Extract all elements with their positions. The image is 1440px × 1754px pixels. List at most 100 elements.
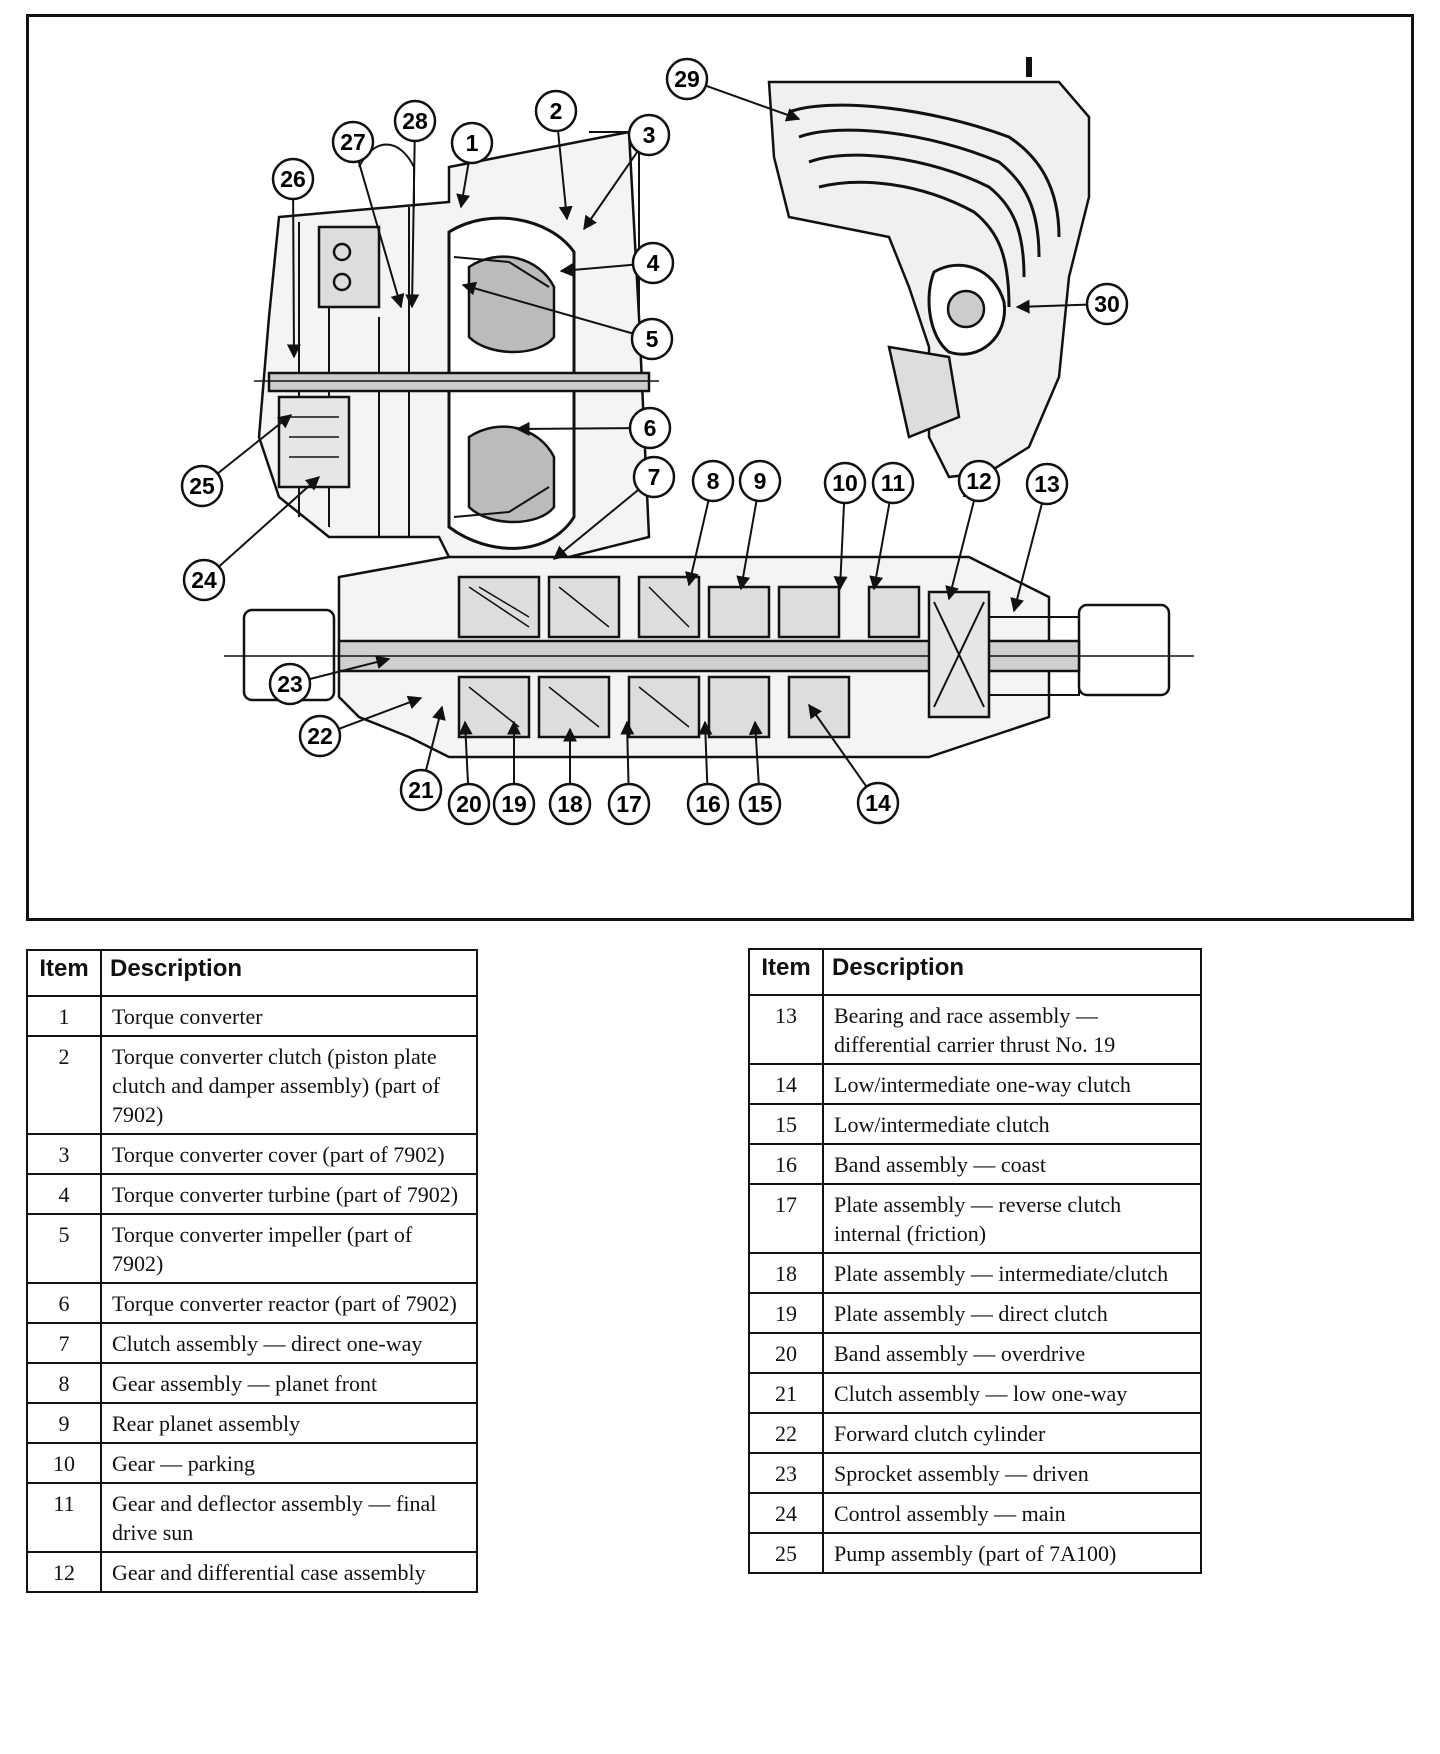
item-number-cell: 6 <box>26 1282 102 1324</box>
item-number-cell: 16 <box>748 1143 824 1185</box>
leader-line-6 <box>515 421 631 436</box>
item-number-cell: 1 <box>26 995 102 1037</box>
description-cell: Torque converter clutch (piston plate cl… <box>100 1035 478 1135</box>
callout-circle <box>1085 282 1129 326</box>
table-header-row: Item Description <box>26 949 478 997</box>
item-column-header: Item <box>748 948 824 996</box>
callout-3: 3 <box>627 113 671 157</box>
leader-line-8 <box>685 500 710 587</box>
leader-line-12 <box>945 500 976 601</box>
description-cell: Rear planet assembly <box>100 1402 478 1444</box>
callout-22: 22 <box>298 714 342 758</box>
item-number-cell: 24 <box>748 1492 824 1534</box>
callout-number: 30 <box>1094 291 1120 317</box>
callout-circle <box>631 241 675 285</box>
callout-24: 24 <box>182 558 226 602</box>
callout-number: 2 <box>550 98 563 124</box>
callout-number: 26 <box>280 166 306 192</box>
item-number-cell: 18 <box>748 1252 824 1294</box>
callout-25: 25 <box>180 464 224 508</box>
callout-number: 14 <box>865 790 891 816</box>
leader-line-25 <box>217 414 293 475</box>
callout-circle <box>630 317 674 361</box>
callout-number: 9 <box>754 468 767 494</box>
converter-housing-drawing <box>254 130 659 564</box>
leader-line-23 <box>309 655 391 681</box>
callout-7: 7 <box>632 455 676 499</box>
callout-4: 4 <box>631 241 675 285</box>
callout-circle <box>627 113 671 157</box>
callout-2: 2 <box>534 89 578 133</box>
callout-circle <box>738 782 782 826</box>
callout-number: 19 <box>501 791 527 817</box>
callout-circle <box>548 782 592 826</box>
callout-circle <box>823 461 867 505</box>
description-cell: Plate assembly — intermediate/clutch <box>822 1252 1202 1294</box>
item-number-cell: 25 <box>748 1532 824 1574</box>
valve-body-drawing <box>767 57 1091 497</box>
description-cell: Low/intermediate clutch <box>822 1103 1202 1145</box>
item-number-cell: 3 <box>26 1133 102 1175</box>
description-cell: Control assembly — main <box>822 1492 1202 1534</box>
callout-12: 12 <box>957 459 1001 503</box>
callout-circle <box>691 459 735 503</box>
description-cell: Pump assembly (part of 7A100) <box>822 1532 1202 1574</box>
leader-line-11 <box>869 502 891 591</box>
description-cell: Plate assembly — direct clutch <box>822 1292 1202 1334</box>
callout-30: 30 <box>1085 282 1129 326</box>
callout-circle <box>738 459 782 503</box>
leader-line-29 <box>705 84 801 122</box>
callout-10: 10 <box>823 461 867 505</box>
callout-8: 8 <box>691 459 735 503</box>
leader-line-9 <box>736 500 758 591</box>
leader-line-10 <box>833 502 848 591</box>
item-number-cell: 15 <box>748 1103 824 1145</box>
leader-line-1 <box>456 162 471 209</box>
callout-number: 25 <box>189 473 215 499</box>
callout-26: 26 <box>271 157 315 201</box>
callout-leaders <box>217 84 1088 788</box>
callout-19: 19 <box>492 782 536 826</box>
leader-line-4 <box>559 262 634 277</box>
item-number-cell: 2 <box>26 1035 102 1135</box>
callout-circle <box>607 782 651 826</box>
item-number-cell: 14 <box>748 1063 824 1105</box>
callout-number: 28 <box>402 108 428 134</box>
callout-circle <box>492 782 536 826</box>
description-cell: Gear assembly — planet front <box>100 1362 478 1404</box>
callout-circle <box>1025 462 1069 506</box>
item-number-cell: 23 <box>748 1452 824 1494</box>
callout-29: 29 <box>665 57 709 101</box>
leader-line-3 <box>583 150 639 231</box>
leader-line-14 <box>808 703 868 788</box>
callout-16: 16 <box>686 782 730 826</box>
description-cell: Torque converter impeller (part of 7902) <box>100 1213 478 1284</box>
callout-circle <box>665 57 709 101</box>
leader-line-21 <box>424 705 446 771</box>
item-number-cell: 9 <box>26 1402 102 1444</box>
callout-number: 12 <box>966 468 992 494</box>
callout-circle <box>182 558 226 602</box>
callout-23: 23 <box>268 662 312 706</box>
leader-line-5 <box>461 281 634 335</box>
callout-20: 20 <box>447 782 491 826</box>
leader-line-28 <box>405 140 420 309</box>
callout-circle <box>632 455 676 499</box>
callout-number: 13 <box>1034 471 1060 497</box>
callout-28: 28 <box>393 99 437 143</box>
description-cell: Forward clutch cylinder <box>822 1412 1202 1454</box>
